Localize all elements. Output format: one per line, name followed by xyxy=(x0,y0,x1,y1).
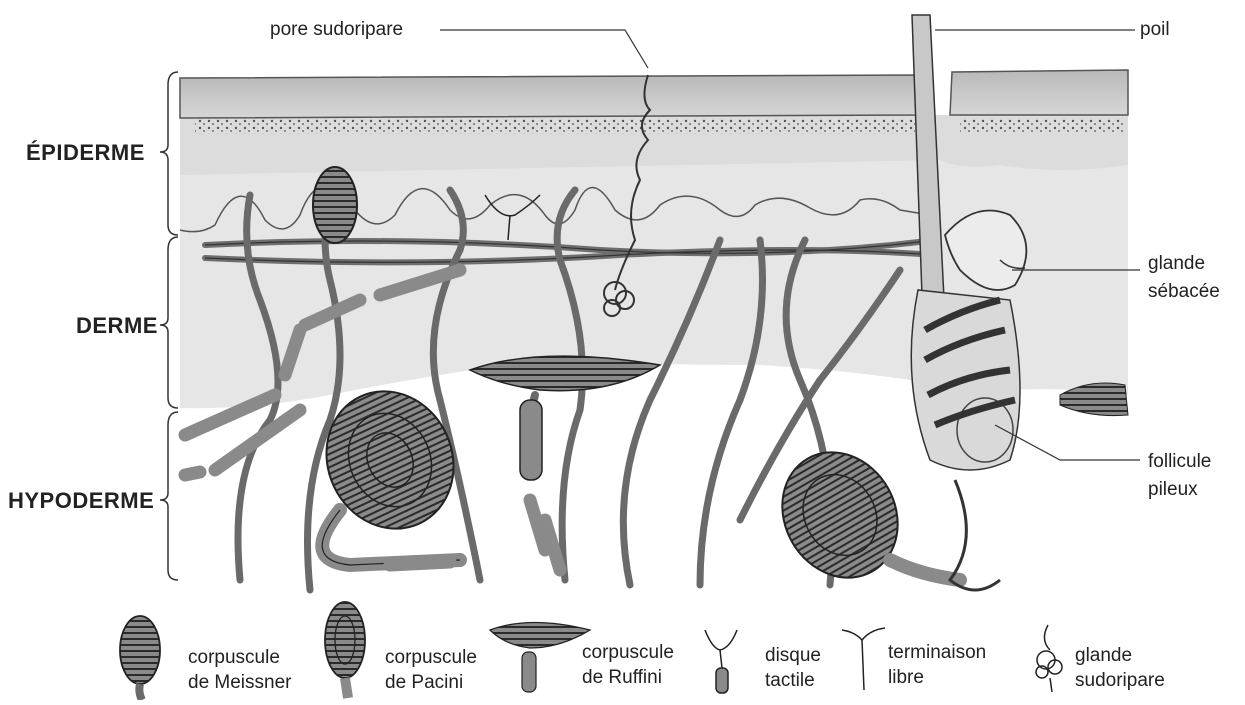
sweat-gland-icon xyxy=(1036,625,1062,692)
legend-meissner-1: corpuscule xyxy=(188,645,280,670)
meissner-corpuscle-icon xyxy=(120,616,160,700)
legend-disque-2: tactile xyxy=(765,668,815,693)
meissner-corpuscle xyxy=(313,167,357,243)
callout-poil: poil xyxy=(1140,18,1170,42)
free-nerve-ending-icon xyxy=(842,628,885,690)
legend-ruffini-1: corpuscule xyxy=(582,640,674,665)
layer-braces xyxy=(160,72,178,580)
legend-pacini-1: corpuscule xyxy=(385,645,477,670)
legend-meissner-2: de Meissner xyxy=(188,670,292,695)
granular-layer xyxy=(195,118,915,134)
label-hypoderme: HYPODERME xyxy=(8,488,154,514)
tactile-disc-icon xyxy=(705,630,737,693)
legend-disque-1: disque xyxy=(765,643,821,668)
callout-glande-sebacee-2: sébacée xyxy=(1148,280,1220,304)
callout-glande-sebacee-1: glande xyxy=(1148,252,1205,276)
legend-pacini-2: de Pacini xyxy=(385,670,463,695)
legend-glande-2: sudoripare xyxy=(1075,668,1165,693)
legend-ruffini-2: de Ruffini xyxy=(582,665,662,690)
label-epiderme: ÉPIDERME xyxy=(26,140,145,166)
callout-pore-sudoripare: pore sudoripare xyxy=(270,18,403,42)
stratum-corneum-right xyxy=(950,70,1128,115)
callout-follicule-2: pileux xyxy=(1148,478,1198,502)
legend-glande-1: glande xyxy=(1075,643,1132,668)
legend-terminaison-2: libre xyxy=(888,665,924,690)
legend-terminaison-1: terminaison xyxy=(888,640,986,665)
ruffini-corpuscle-icon xyxy=(490,623,590,693)
pacini-corpuscle-left xyxy=(304,370,476,565)
callout-follicule-1: follicule xyxy=(1148,450,1211,474)
label-derme: DERME xyxy=(76,313,158,339)
granular-layer-right xyxy=(960,118,1125,132)
pacini-corpuscle-icon xyxy=(325,602,365,698)
stratum-corneum xyxy=(180,75,923,118)
